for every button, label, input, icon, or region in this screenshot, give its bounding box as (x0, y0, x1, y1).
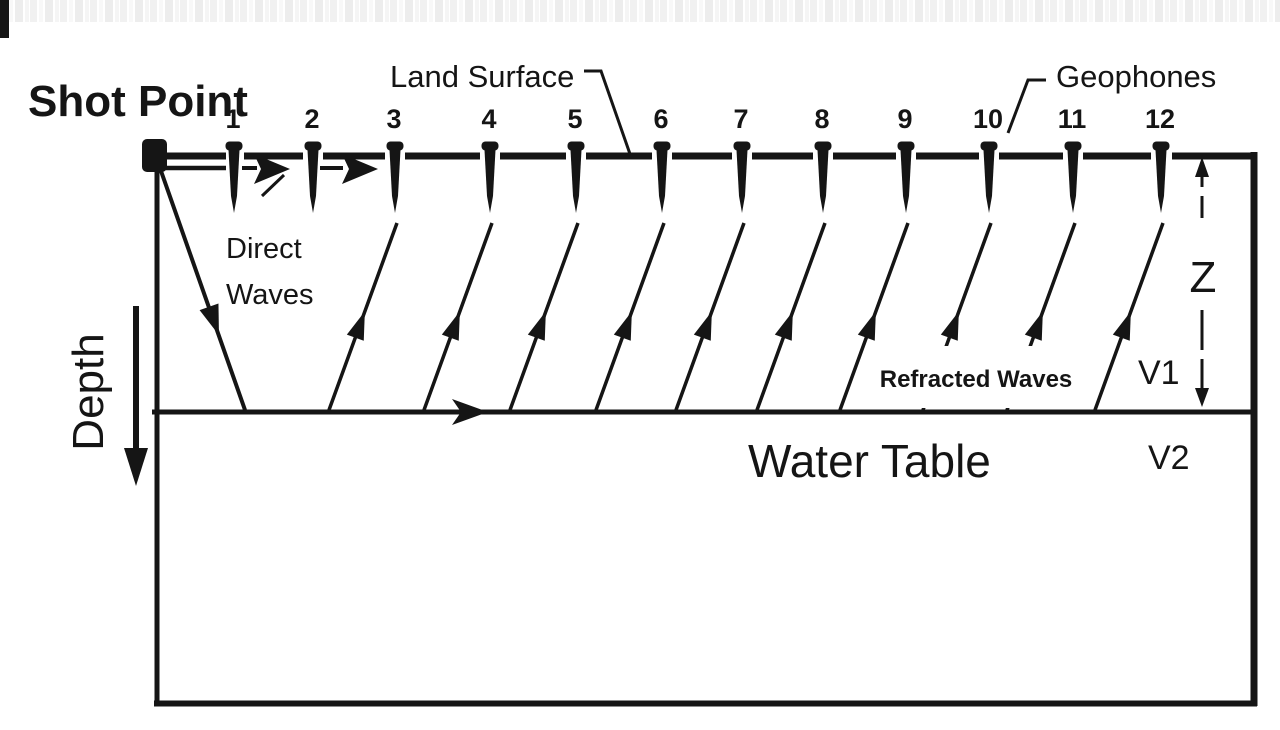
geophone-number: 7 (733, 104, 748, 134)
geophone-spike-icon (570, 150, 582, 213)
geophone-spike-icon (307, 150, 319, 213)
geophone-3: 3 (386, 104, 404, 213)
direct-waves-label-line1: Direct (226, 233, 302, 265)
downgoing-ray-line (159, 170, 247, 411)
refracted-ray-arrow-icon (1112, 311, 1131, 341)
geophones-label: Geophones (1056, 59, 1216, 94)
geophone-head-icon (386, 141, 404, 151)
velocity-v2-label: V2 (1148, 439, 1190, 477)
refracted-ray-arrow-icon (441, 311, 460, 341)
geophone-4: 4 (481, 104, 499, 213)
geophone-spike-icon (228, 150, 240, 213)
direct-waves-leader-line (260, 173, 286, 198)
geophone-5: 5 (567, 104, 585, 213)
refracted-waves-label: Refracted Waves (880, 366, 1073, 393)
direct-wave-arrows (242, 154, 378, 198)
geophone-head-icon (567, 141, 585, 151)
water-table-label: Water Table (748, 435, 991, 487)
geophone-11: 11 (1058, 104, 1087, 213)
velocity-v1-label: V1 (1138, 354, 1180, 392)
geophone-number: 12 (1145, 104, 1175, 134)
geophone-head-icon (814, 141, 832, 151)
geophone-spike-icon (736, 150, 748, 213)
geophones-leader-line (1006, 78, 1046, 134)
geophone-number: 8 (814, 104, 829, 134)
geophone-number: 11 (1058, 104, 1087, 134)
geophone-6: 6 (653, 104, 671, 213)
refracted-ray-arrow-icon (527, 311, 546, 341)
geophone-7: 7 (733, 104, 751, 213)
refracted-rays (327, 222, 1165, 411)
geophone-spike-icon (484, 150, 496, 213)
geophone-head-icon (1152, 141, 1170, 151)
shot-point-marker (142, 139, 167, 172)
geophone-10: 10 (973, 104, 1003, 213)
geophone-number: 5 (567, 104, 582, 134)
geophone-spike-icon (817, 150, 829, 213)
geophone-head-icon (304, 141, 322, 151)
depth-arrow-head-icon (124, 448, 148, 486)
geophone-number: 6 (653, 104, 668, 134)
z-dimension-label: Z (1190, 253, 1217, 302)
refracted-ray-arrow-icon (693, 311, 712, 341)
scan-artifact-band (0, 0, 1280, 22)
geophone-head-icon (1064, 141, 1082, 151)
refracted-ray-arrow-icon (857, 311, 876, 341)
refracted-waves-label-box (880, 346, 1076, 408)
geophone-spike-icon (1067, 150, 1079, 213)
depth-axis-label: Depth (64, 333, 113, 450)
refracted-ray-arrow-icon (1024, 311, 1043, 341)
downgoing-ray-arrow-icon (199, 303, 219, 336)
geophone-number: 1 (225, 104, 240, 134)
z-arrow-up-head-icon (1195, 157, 1209, 177)
geophone-spike-icon (389, 150, 401, 213)
geophone-spike-icon (656, 150, 668, 213)
geophone-head-icon (733, 141, 751, 151)
downgoing-ray (159, 170, 247, 411)
direct-wave-arrow-icon (254, 154, 290, 184)
geophone-8: 8 (814, 104, 832, 213)
land-surface-label: Land Surface (390, 59, 574, 94)
land-surface-leader-line (584, 69, 632, 155)
direct-wave-arrow-icon (342, 154, 378, 184)
z-arrow-down-head-icon (1195, 388, 1209, 407)
geophone-number: 9 (897, 104, 912, 134)
geophone-spike-icon (1155, 150, 1167, 213)
refracted-ray-arrow-icon (774, 311, 793, 341)
geophone-head-icon (481, 141, 499, 151)
geophone-head-icon (225, 141, 243, 151)
geophone-number: 3 (386, 104, 401, 134)
geophone-12: 12 (1145, 104, 1175, 213)
geophone-number: 2 (304, 104, 319, 134)
geophone-head-icon (980, 141, 998, 151)
geophone-spike-icon (983, 150, 995, 213)
geophone-number: 10 (973, 104, 1003, 134)
refracted-ray-arrow-icon (346, 311, 365, 341)
geophone-9: 9 (897, 104, 915, 213)
geophone-2: 2 (304, 104, 322, 213)
geophone-number: 4 (481, 104, 496, 134)
refracted-ray-arrow-icon (940, 311, 959, 341)
geophone-spike-icon (900, 150, 912, 213)
head-wave-arrow-icon (452, 399, 488, 425)
geophone-1: 1 (225, 104, 243, 213)
geophone-head-icon (653, 141, 671, 151)
refracted-ray-arrow-icon (613, 311, 632, 341)
direct-waves-label-line2: Waves (226, 279, 314, 311)
shot-point-label: Shot Point (28, 77, 248, 126)
geophone-head-icon (897, 141, 915, 151)
z-dimension (1195, 157, 1209, 407)
scan-artifact-corner (0, 0, 9, 38)
depth-axis (124, 306, 148, 486)
diagram-frame (152, 152, 1258, 707)
